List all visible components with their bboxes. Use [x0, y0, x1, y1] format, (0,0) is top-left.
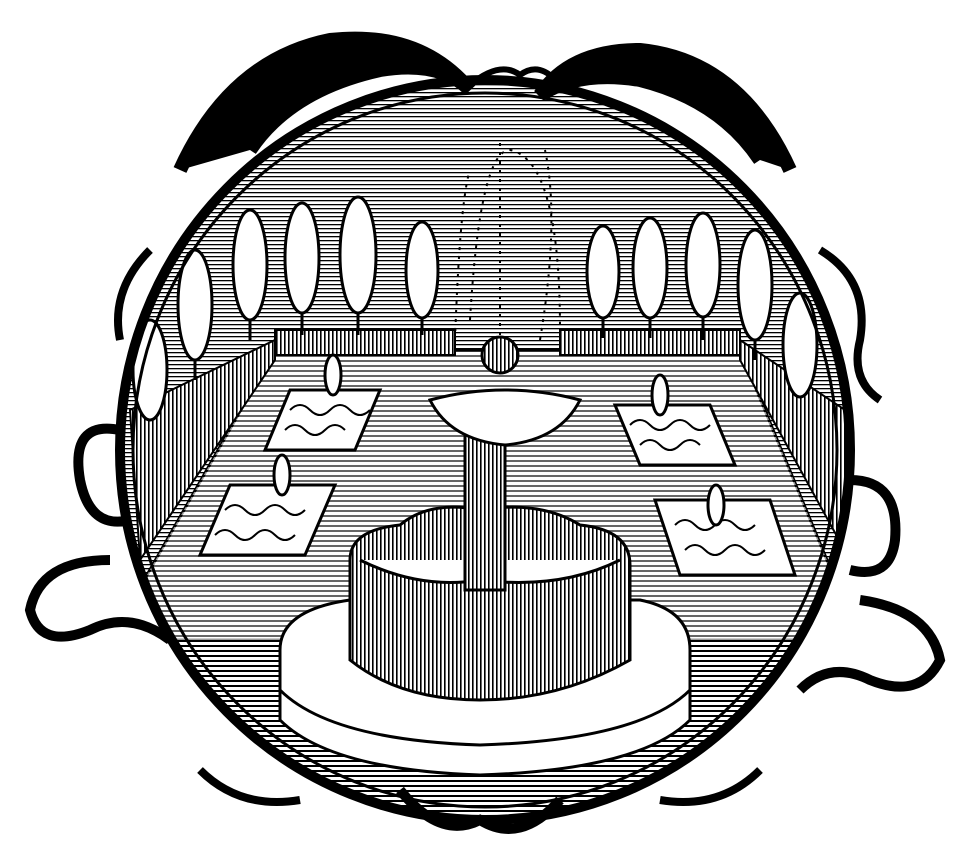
tree-icon — [684, 211, 722, 340]
tree-icon — [781, 291, 819, 399]
tree-icon — [404, 220, 440, 335]
tree-icon — [585, 224, 621, 338]
tree-icon — [283, 201, 321, 335]
tree-icon — [736, 228, 774, 360]
fountain — [278, 140, 692, 777]
tree-icon — [338, 195, 378, 335]
tree-icon — [631, 216, 669, 338]
tree-icon — [231, 208, 269, 340]
flower-beds — [197, 353, 798, 577]
ornamental-frame — [24, 31, 946, 834]
